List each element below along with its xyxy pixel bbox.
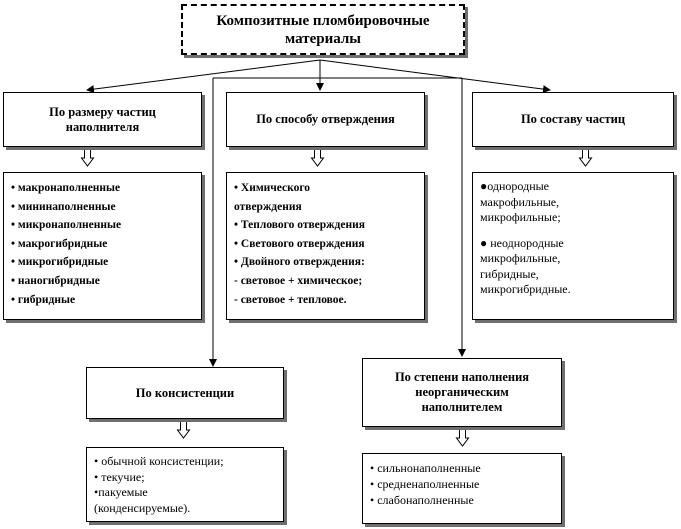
consistency-header: По консистенции xyxy=(86,367,284,419)
consistency-list: • обычной консистенции; • текучие; •паку… xyxy=(86,447,284,522)
hollow-arrow-particle-size xyxy=(80,147,95,167)
title-line-1: Композитные пломбировочные xyxy=(216,12,430,29)
list-item: • макрогибридные xyxy=(11,237,108,250)
hollow-arrow-curing xyxy=(310,147,325,167)
list-item: • мининаполненные xyxy=(11,200,116,213)
list-item: отверждения xyxy=(234,200,302,213)
list-item: микрогибридные. xyxy=(480,282,571,296)
list-item: • Химического xyxy=(234,182,311,194)
list-item: ● неоднородные xyxy=(480,235,564,250)
composition-header: По составу частиц xyxy=(472,92,674,147)
list-item: гибридные, xyxy=(480,266,539,281)
list-item: • Теплового отверждения xyxy=(234,219,365,232)
list-item: • средненаполненные xyxy=(370,477,480,491)
list-item: - световое + тепловое. xyxy=(234,293,347,306)
list-item: микрофильные; xyxy=(480,210,561,224)
curing-list: • Химического отверждения • Теплового от… xyxy=(226,172,425,320)
list-item: • текучие; xyxy=(94,469,145,484)
title-line-2: материалы xyxy=(285,30,361,47)
filling-degree-list: • сильнонаполненные • средненаполненные … xyxy=(362,453,562,524)
list-item: • микронаполненные xyxy=(11,219,122,232)
hollow-arrow-composition xyxy=(578,147,593,167)
list-item: ●однородные xyxy=(480,179,549,193)
list-item: • обычной консистенции; xyxy=(94,454,224,468)
arrow-to-composition xyxy=(319,59,551,94)
hollow-arrow-filling-degree xyxy=(455,427,470,447)
list-item: • наногибридные xyxy=(11,274,100,287)
list-item: макрофильные, xyxy=(480,194,560,209)
list-item: (конденсируемые). xyxy=(94,500,191,515)
arrow-to-particle-size xyxy=(86,59,321,94)
list-item: • слабонаполненные xyxy=(370,493,474,507)
list-item: • Светового отверждения xyxy=(234,237,365,250)
title-box: Композитные пломбировочные материалы xyxy=(181,4,465,55)
list-item: • микрогибридные xyxy=(11,256,109,269)
list-item xyxy=(480,226,667,236)
composition-list: ●однородные макрофильные, микрофильные; … xyxy=(472,172,674,320)
filling-degree-header: По степени наполнения неорганическим нап… xyxy=(362,358,562,427)
list-item: • гибридные xyxy=(11,293,76,306)
curing-header: По способу отверждения xyxy=(226,92,425,147)
hollow-arrow-consistency xyxy=(176,419,191,439)
list-item: • Двойного отверждения: xyxy=(234,256,365,269)
list-item: - световое + химическое; xyxy=(234,274,363,287)
list-item: • сильнонаполненные xyxy=(370,461,481,475)
particle-size-list: • макронаполненные • мининаполненные • м… xyxy=(3,172,202,320)
particle-size-header: По размеру частиц наполнителя xyxy=(3,92,202,147)
list-item: микрофильные, xyxy=(480,251,561,265)
list-item: • макронаполненные xyxy=(11,182,121,194)
list-item: •пакуемые xyxy=(94,485,148,499)
